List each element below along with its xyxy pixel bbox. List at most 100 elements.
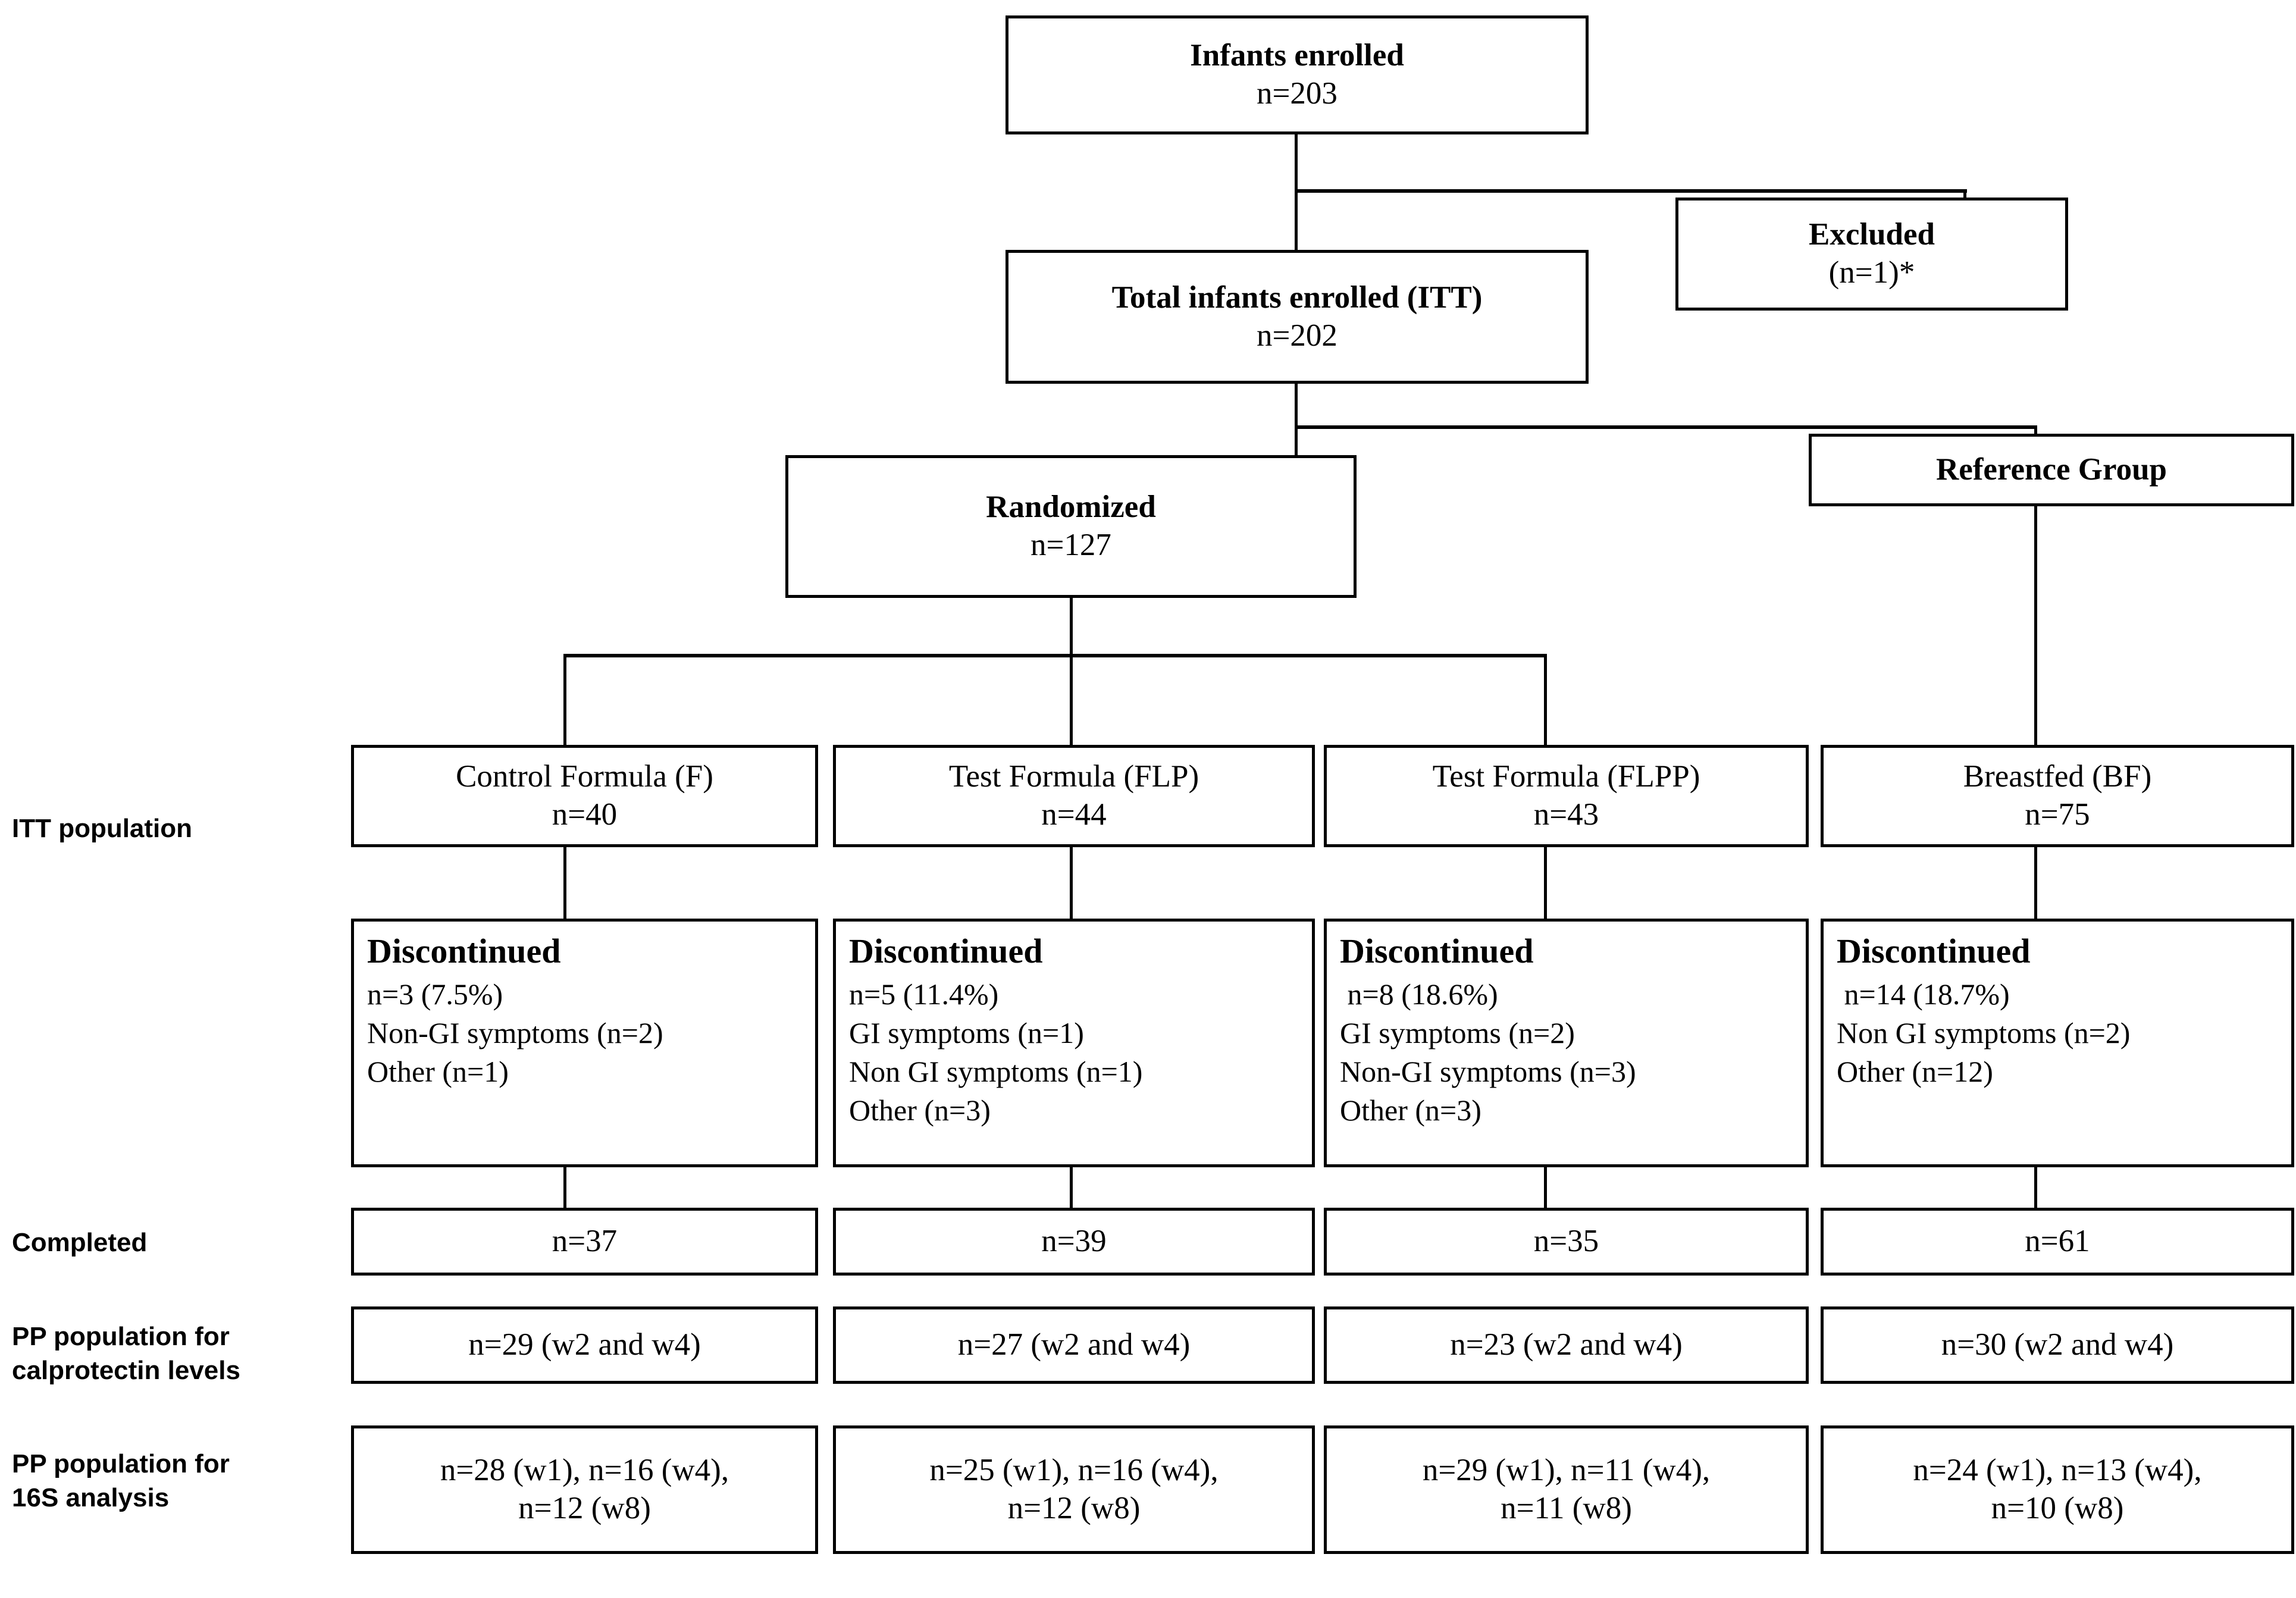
- connector-randomized-bus: [563, 654, 1547, 657]
- connector-col3-group-to-disc: [1544, 847, 1547, 919]
- connector-col4-group-to-disc: [2034, 847, 2037, 919]
- pp-calprotectin-box-breastfed-bf: n=30 (w2 and w4): [1821, 1306, 2294, 1384]
- group-title: Control Formula (F): [456, 759, 713, 794]
- group-count: n=75: [2025, 797, 2090, 832]
- discontinued-line: n=3 (7.5%): [367, 977, 503, 1011]
- node-title: Total infants enrolled (ITT): [1111, 280, 1483, 315]
- group-title: Breastfed (BF): [1963, 759, 2152, 794]
- discontinued-title: Discontinued: [1340, 932, 1534, 970]
- pp-16s-box-breastfed-bf: n=24 (w1), n=13 (w4), n=10 (w8): [1821, 1425, 2294, 1554]
- row-label-pp-16s: PP population for 16S analysis: [12, 1449, 230, 1513]
- node-title: Infants enrolled: [1190, 38, 1404, 73]
- completed-count: n=35: [1533, 1224, 1599, 1259]
- discontinued-box-breastfed-bf: Discontinued n=14 (18.7%) Non GI symptom…: [1821, 919, 2294, 1167]
- pp-16s-line: n=29 (w1), n=11 (w4),: [1422, 1453, 1711, 1488]
- connector-col2-group-to-disc: [1070, 847, 1073, 919]
- connector-branch-col3: [1544, 654, 1547, 745]
- pp-calprotectin-count: n=29 (w2 and w4): [468, 1327, 701, 1362]
- pp-calprotectin-count: n=30 (w2 and w4): [1941, 1327, 2174, 1362]
- completed-count: n=61: [2025, 1224, 2090, 1259]
- discontinued-line: n=5 (11.4%): [849, 977, 999, 1011]
- discontinued-title: Discontinued: [367, 932, 561, 970]
- connector-col2-disc-to-completed: [1070, 1167, 1073, 1208]
- connector-branch-col1: [563, 654, 566, 745]
- group-count: n=44: [1041, 797, 1107, 832]
- discontinued-box-test-flp: Discontinued n=5 (11.4%) GI symptoms (n=…: [833, 919, 1315, 1167]
- group-box-breastfed-bf: Breastfed (BF) n=75: [1821, 745, 2294, 847]
- pp-16s-line: n=12 (w8): [518, 1491, 651, 1525]
- pp-16s-line: n=12 (w8): [1007, 1491, 1141, 1525]
- completed-box-breastfed-bf: n=61: [1821, 1208, 2294, 1276]
- group-count: n=40: [552, 797, 618, 832]
- connector-excluded-down: [1963, 189, 1966, 198]
- discontinued-title: Discontinued: [849, 932, 1043, 970]
- group-box-control-f: Control Formula (F) n=40: [351, 745, 818, 847]
- node-reference-group: Reference Group: [1809, 434, 2294, 506]
- connector-col3-disc-to-completed: [1544, 1167, 1547, 1208]
- connector-branch-col2: [1070, 654, 1073, 745]
- group-title: Test Formula (FLP): [948, 759, 1199, 794]
- node-infants-enrolled: Infants enrolled n=203: [1006, 15, 1589, 134]
- discontinued-line: GI symptoms (n=1): [849, 1016, 1084, 1050]
- discontinued-line: Other (n=1): [367, 1055, 509, 1089]
- node-excluded: Excluded (n=1)*: [1675, 198, 2068, 311]
- connector-randomized-down: [1070, 598, 1073, 657]
- discontinued-line: n=14 (18.7%): [1837, 977, 2010, 1011]
- discontinued-box-control-f: Discontinued n=3 (7.5%) Non-GI symptoms …: [351, 919, 818, 1167]
- discontinued-title: Discontinued: [1837, 932, 2031, 970]
- pp-calprotectin-box-test-flp: n=27 (w2 and w4): [833, 1306, 1315, 1384]
- connector-col1-disc-to-completed: [563, 1167, 566, 1208]
- discontinued-line: GI symptoms (n=2): [1340, 1016, 1575, 1050]
- group-count: n=43: [1533, 797, 1599, 832]
- node-title: Randomized: [986, 490, 1156, 525]
- group-box-test-flpp: Test Formula (FLPP) n=43: [1324, 745, 1809, 847]
- connector-itt-split: [1295, 425, 2037, 429]
- discontinued-line: Other (n=12): [1837, 1055, 1993, 1089]
- pp-calprotectin-box-control-f: n=29 (w2 and w4): [351, 1306, 818, 1384]
- completed-box-test-flp: n=39: [833, 1208, 1315, 1276]
- node-title: Excluded: [1808, 217, 1935, 252]
- node-count: (n=1)*: [1828, 255, 1915, 290]
- connector-enrolled-down: [1295, 134, 1298, 190]
- discontinued-line: Other (n=3): [1340, 1093, 1481, 1127]
- connector-enrolled-to-excluded: [1295, 189, 1967, 193]
- pp-16s-line: n=11 (w8): [1501, 1491, 1632, 1525]
- pp-calprotectin-count: n=23 (w2 and w4): [1450, 1327, 1683, 1362]
- pp-16s-line: n=25 (w1), n=16 (w4),: [929, 1453, 1219, 1488]
- connector-reference-down: [2034, 506, 2037, 745]
- connector-to-itt: [1295, 189, 1298, 253]
- completed-box-control-f: n=37: [351, 1208, 818, 1276]
- node-randomized: Randomized n=127: [785, 455, 1357, 598]
- pp-16s-box-control-f: n=28 (w1), n=16 (w4), n=12 (w8): [351, 1425, 818, 1554]
- node-title: Reference Group: [1935, 452, 2167, 487]
- discontinued-line: Non GI symptoms (n=2): [1837, 1016, 2131, 1050]
- group-title: Test Formula (FLPP): [1432, 759, 1700, 794]
- pp-16s-line: n=10 (w8): [1991, 1491, 2124, 1525]
- pp-16s-box-test-flpp: n=29 (w1), n=11 (w4), n=11 (w8): [1324, 1425, 1809, 1554]
- completed-box-test-flpp: n=35: [1324, 1208, 1809, 1276]
- connector-to-randomized: [1295, 425, 1298, 459]
- row-label-completed: Completed: [12, 1228, 148, 1257]
- node-count: n=202: [1257, 318, 1337, 353]
- connector-itt-down: [1295, 384, 1298, 429]
- node-count: n=127: [1030, 528, 1111, 562]
- pp-16s-line: n=28 (w1), n=16 (w4),: [440, 1453, 729, 1488]
- completed-count: n=37: [552, 1224, 618, 1259]
- node-count: n=203: [1257, 76, 1337, 111]
- discontinued-box-test-flpp: Discontinued n=8 (18.6%) GI symptoms (n=…: [1324, 919, 1809, 1167]
- connector-to-reference: [2034, 425, 2037, 434]
- pp-calprotectin-box-test-flpp: n=23 (w2 and w4): [1324, 1306, 1809, 1384]
- discontinued-line: Non-GI symptoms (n=2): [367, 1016, 663, 1050]
- row-label-pp-calprotectin: PP population for calprotectin levels: [12, 1322, 240, 1386]
- node-total-itt: Total infants enrolled (ITT) n=202: [1006, 250, 1589, 384]
- group-box-test-flp: Test Formula (FLP) n=44: [833, 745, 1315, 847]
- discontinued-line: Non-GI symptoms (n=3): [1340, 1055, 1636, 1089]
- completed-count: n=39: [1041, 1224, 1107, 1259]
- discontinued-line: n=8 (18.6%): [1340, 977, 1498, 1011]
- discontinued-line: Non GI symptoms (n=1): [849, 1055, 1143, 1089]
- connector-col4-disc-to-completed: [2034, 1167, 2037, 1208]
- discontinued-line: Other (n=3): [849, 1093, 991, 1127]
- pp-calprotectin-count: n=27 (w2 and w4): [957, 1327, 1191, 1362]
- connector-col1-group-to-disc: [563, 847, 566, 919]
